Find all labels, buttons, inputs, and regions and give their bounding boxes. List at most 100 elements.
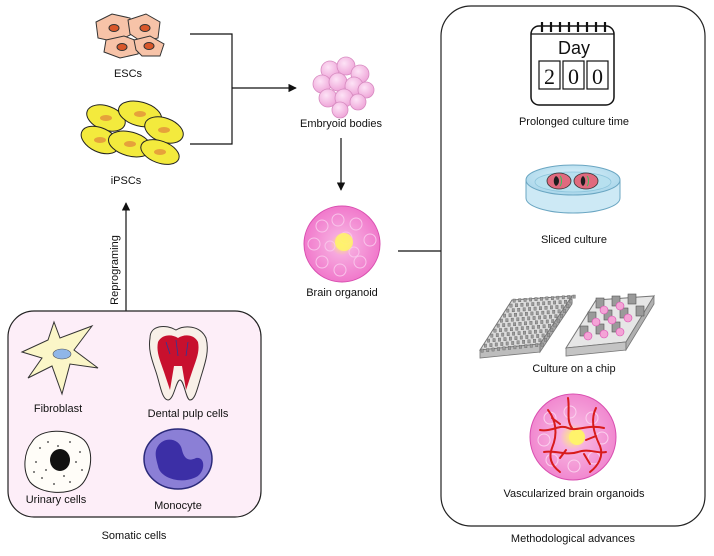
chip-well — [487, 338, 490, 343]
chip-well — [514, 336, 518, 340]
calendar-digit-2: 0 — [568, 64, 579, 89]
chip-well — [503, 337, 507, 341]
chip-well — [500, 318, 503, 323]
chip-well — [535, 343, 539, 347]
chip-well — [495, 333, 499, 337]
chip-well — [537, 325, 541, 329]
chip-well — [500, 342, 504, 346]
chip-well — [533, 339, 536, 343]
chip-well — [504, 327, 508, 332]
ipscs-cluster-icon — [80, 100, 184, 165]
chip-well — [540, 320, 544, 324]
chip-well — [550, 328, 554, 333]
chip-well — [525, 335, 529, 339]
chip-well — [511, 341, 515, 345]
chip-well — [524, 321, 527, 326]
chip-well — [542, 324, 546, 329]
vascularized-brain-organoids-label: Vascularized brain organoids — [503, 488, 645, 500]
chip-well — [514, 313, 517, 317]
chip-well — [557, 309, 561, 314]
monocyte-label: Monocyte — [154, 500, 202, 512]
chip-well — [556, 295, 560, 300]
chip-well — [516, 317, 520, 322]
fibroblast-icon — [20, 320, 99, 396]
chip-well — [539, 329, 543, 334]
chip-well — [546, 310, 550, 315]
chip-well — [512, 298, 516, 303]
chip-well — [551, 296, 554, 300]
chip-well — [529, 321, 533, 325]
chip-well — [558, 300, 562, 305]
chip-well — [551, 319, 555, 323]
chip-well — [535, 311, 539, 315]
chip-well — [508, 313, 512, 318]
chip-well — [527, 339, 531, 344]
chip-well — [544, 328, 548, 333]
monocyte-icon — [143, 428, 213, 490]
chip-well — [563, 309, 567, 313]
chip-well — [515, 326, 519, 331]
escs-cluster-icon — [95, 13, 165, 59]
culture-on-a-chip-label: Culture on a chip — [532, 363, 615, 375]
chip-well — [531, 325, 535, 330]
chip-well — [536, 301, 540, 306]
chip-well — [512, 331, 516, 336]
chip-well — [522, 340, 526, 344]
chip-well — [510, 327, 513, 332]
chip-well — [547, 301, 551, 305]
chip-well — [526, 302, 529, 307]
chip-well — [529, 297, 533, 302]
chip-well — [506, 308, 510, 313]
chip-well — [538, 338, 542, 343]
chip-well — [522, 307, 526, 312]
sliced-culture-label: Sliced culture — [541, 234, 607, 246]
chip-well — [513, 345, 517, 350]
chip-well — [530, 334, 534, 339]
chip-well — [532, 316, 536, 320]
chip-well — [516, 340, 520, 345]
chip-well — [560, 314, 563, 318]
chip-well — [549, 314, 552, 319]
chip-well — [517, 331, 521, 335]
brain-organoid-label: Brain organoid — [306, 287, 378, 299]
calendar-icon — [530, 22, 615, 106]
chip-icon — [479, 293, 655, 359]
chip-well — [529, 343, 533, 348]
chip-well — [496, 323, 500, 328]
chip-well — [497, 347, 500, 351]
chip-well — [567, 295, 571, 299]
chip-well — [552, 310, 556, 314]
chip-well — [519, 312, 523, 317]
chip-well — [494, 342, 498, 347]
chip-well — [491, 347, 495, 352]
chip-well — [509, 336, 512, 341]
chip-well — [506, 332, 510, 336]
methodological-advances-box — [440, 5, 706, 527]
chip-well — [521, 317, 525, 321]
chip-well — [540, 342, 544, 347]
chip-well — [555, 305, 559, 309]
chip-well — [542, 301, 546, 306]
embryoid-bodies-label: Embryoid bodies — [300, 118, 382, 130]
chip-well — [553, 300, 557, 305]
chip-well — [548, 324, 551, 328]
chip-well — [519, 345, 522, 349]
chip-well — [524, 344, 528, 349]
chip-well — [556, 318, 560, 323]
chip-well — [492, 338, 496, 342]
vascularized-organoid-icon — [529, 393, 617, 481]
chip-well — [510, 317, 514, 322]
brain-organoid-icon — [303, 205, 381, 283]
chip-well — [502, 346, 506, 351]
chip-well — [561, 295, 565, 300]
chip-well — [540, 297, 543, 301]
chip-well — [527, 316, 531, 321]
chip-well — [543, 315, 547, 319]
chip-well — [507, 322, 511, 327]
chip-well — [501, 332, 505, 337]
chip-well — [534, 329, 537, 334]
chip-well — [536, 334, 540, 338]
chip-well — [505, 341, 509, 346]
chip-well — [525, 312, 528, 316]
